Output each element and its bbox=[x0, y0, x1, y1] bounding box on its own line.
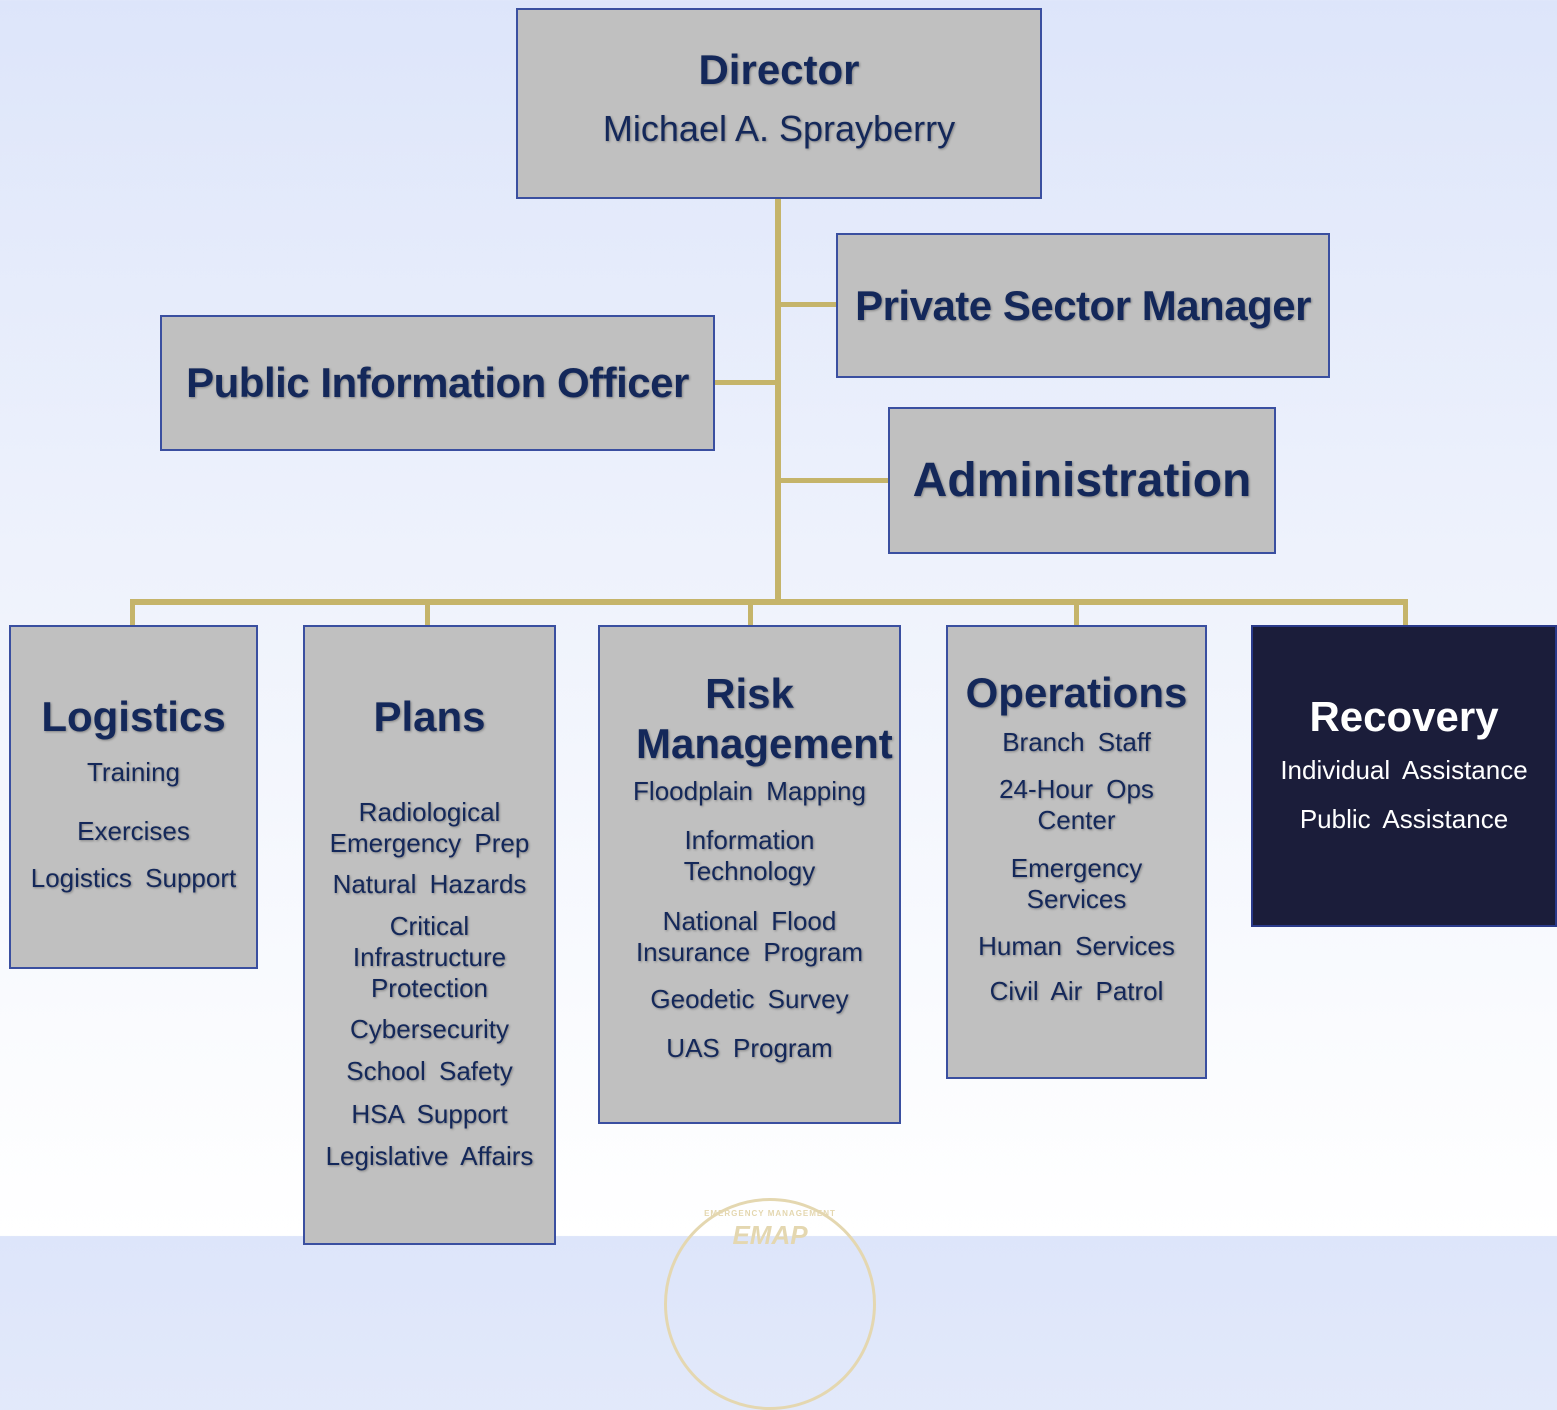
director-title: Director bbox=[698, 46, 860, 93]
risk-item-floodplain-mapping: Floodplain Mapping bbox=[633, 776, 866, 807]
administration-title: Administration bbox=[912, 454, 1252, 507]
recovery-box: Recovery Individual Assistance Public As… bbox=[1251, 625, 1557, 927]
plans-item-radiological: Radiological Emergency Prep bbox=[329, 797, 530, 859]
plans-item-natural-hazards: Natural Hazards bbox=[332, 869, 527, 900]
operations-box: Operations Branch Staff 24-Hour Ops Cent… bbox=[946, 625, 1207, 1079]
plans-item-cybersecurity: Cybersecurity bbox=[350, 1014, 509, 1045]
operations-title: Operations bbox=[965, 669, 1188, 716]
operations-item-human-services: Human Services bbox=[978, 930, 1175, 961]
public-information-officer-box: Public Information Officer bbox=[160, 315, 715, 451]
operations-item-branch-staff: Branch Staff bbox=[1002, 727, 1151, 757]
plans-item-school-safety: School Safety bbox=[346, 1056, 513, 1087]
risk-item-information-technology: Information Technology bbox=[683, 825, 816, 887]
connector-sections-bar bbox=[130, 599, 1408, 605]
seal-ring-text: EMERGENCY MANAGEMENT bbox=[704, 1209, 836, 1218]
logistics-item-training: Training bbox=[87, 757, 180, 787]
private-sector-manager-title: Private Sector Manager bbox=[855, 281, 1311, 329]
plans-title: Plans bbox=[373, 693, 486, 740]
logistics-item-exercises: Exercises bbox=[77, 816, 190, 847]
plans-item-legislative-affairs: Legislative Affairs bbox=[325, 1140, 534, 1171]
connector-operations bbox=[1074, 599, 1079, 627]
risk-management-box: Risk Management Floodplain Mapping Infor… bbox=[598, 625, 901, 1124]
connector-pio bbox=[714, 380, 778, 385]
recovery-item-individual-assistance: Individual Assistance bbox=[1280, 755, 1528, 785]
logistics-title: Logistics bbox=[41, 693, 226, 740]
logistics-box: Logistics Training Exercises Logistics S… bbox=[9, 625, 258, 969]
administration-box: Administration bbox=[888, 407, 1276, 554]
plans-item-critical-infrastructure: Critical Infrastructure Protection bbox=[352, 910, 507, 1003]
emap-seal-logo: EMERGENCY MANAGEMENT EMAP bbox=[664, 1198, 876, 1410]
director-name: Michael A. Sprayberry bbox=[602, 108, 956, 149]
connector-trunk bbox=[775, 198, 781, 604]
connector-private-sector bbox=[778, 302, 838, 307]
risk-item-geodetic-survey: Geodetic Survey bbox=[650, 984, 849, 1015]
private-sector-manager-box: Private Sector Manager bbox=[836, 233, 1330, 378]
operations-item-emergency-services: Emergency Services bbox=[1010, 852, 1143, 914]
recovery-item-public-assistance: Public Assistance bbox=[1299, 804, 1509, 835]
risk-management-title: Risk Management bbox=[636, 670, 893, 767]
connector-plans bbox=[425, 599, 430, 627]
logistics-item-logistics-support: Logistics Support bbox=[30, 863, 237, 894]
risk-item-nfip: National Flood Insurance Program bbox=[635, 905, 864, 967]
connector-logistics bbox=[130, 599, 135, 627]
operations-item-24-hour-ops: 24-Hour Ops Center bbox=[999, 774, 1154, 836]
connector-administration bbox=[778, 478, 890, 483]
risk-item-uas-program: UAS Program bbox=[666, 1033, 833, 1064]
recovery-title: Recovery bbox=[1309, 693, 1499, 740]
connector-risk-management bbox=[748, 599, 753, 627]
plans-box: Plans Radiological Emergency Prep Natura… bbox=[303, 625, 556, 1245]
director-box: Director Michael A. Sprayberry bbox=[516, 8, 1042, 199]
operations-item-civil-air-patrol: Civil Air Patrol bbox=[989, 976, 1164, 1007]
public-information-officer-title: Public Information Officer bbox=[186, 359, 689, 406]
plans-item-hsa-support: HSA Support bbox=[351, 1098, 508, 1129]
connector-recovery bbox=[1403, 599, 1408, 627]
